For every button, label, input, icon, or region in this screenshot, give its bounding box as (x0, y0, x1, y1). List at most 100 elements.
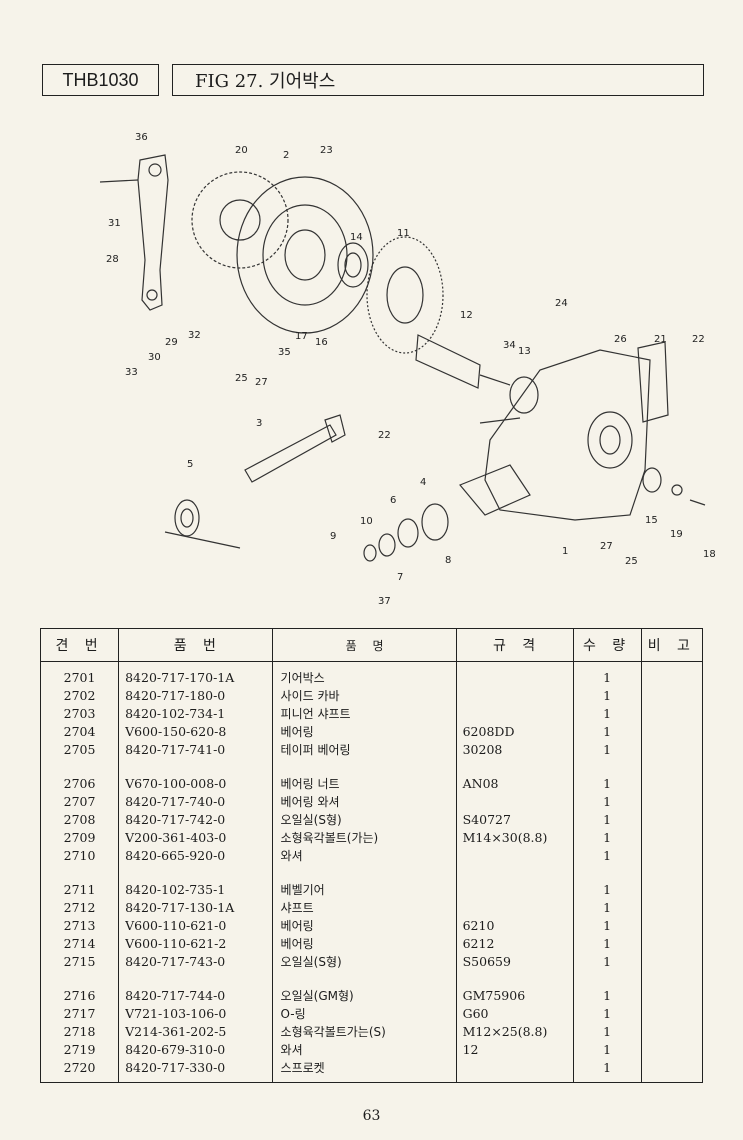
cell-part-name: 기어박스 (271, 661, 457, 686)
cell-part-name: 베벨기어 (271, 864, 457, 898)
column-header-remarks: 비 고 (640, 628, 704, 662)
cell-spec (455, 898, 574, 916)
cell-part-name: 샤프트 (271, 898, 457, 916)
cell-remarks (640, 704, 704, 722)
cell-part-name: 소형육각볼트(가는) (271, 828, 457, 846)
cell-ref-no: 2718 (39, 1022, 120, 1040)
callout: 14 (350, 232, 363, 243)
callout: 6 (390, 495, 396, 506)
cell-remarks (640, 1004, 704, 1022)
cell-part-no: V200-361-403-0 (118, 828, 273, 846)
cell-part-name: 오일실(S형) (271, 952, 457, 970)
cell-part-name: 사이드 카바 (271, 686, 457, 704)
callout: 32 (188, 330, 201, 341)
cell-ref-no: 2706 (39, 758, 120, 792)
cell-part-no: V600-150-620-8 (118, 722, 273, 740)
callout: 25 (235, 373, 248, 384)
callout: 10 (360, 516, 373, 527)
callout: 25 (625, 556, 638, 567)
cell-part-no: 8420-717-741-0 (118, 740, 273, 758)
callout: 9 (330, 531, 336, 542)
cell-qty: 1 (572, 1022, 642, 1040)
cell-spec: M12×25(8.8) (455, 1022, 574, 1040)
cell-ref-no: 2719 (39, 1040, 120, 1058)
cell-part-name: 와셔 (271, 846, 457, 864)
cell-ref-no: 2704 (39, 722, 120, 740)
cell-ref-no: 2708 (39, 810, 120, 828)
cell-remarks (640, 970, 704, 1004)
callout: 35 (278, 347, 291, 358)
model-label: THB1030 (42, 64, 159, 96)
cell-part-no: 8420-717-170-1A (118, 661, 273, 686)
cell-ref-no: 2703 (39, 704, 120, 722)
callout: 4 (420, 477, 426, 488)
cell-qty: 1 (572, 846, 642, 864)
cell-qty: 1 (572, 1058, 642, 1083)
cell-remarks (640, 828, 704, 846)
callout: 29 (165, 337, 178, 348)
callout: 2 (283, 150, 289, 161)
cell-ref-no: 2715 (39, 952, 120, 970)
callout: 20 (235, 145, 248, 156)
cell-part-no: 8420-717-742-0 (118, 810, 273, 828)
cell-part-name: O-링 (271, 1004, 457, 1022)
cell-part-no: V670-100-008-0 (118, 758, 273, 792)
cell-ref-no: 2707 (39, 792, 120, 810)
cell-qty: 1 (572, 916, 642, 934)
cell-part-no: 8420-717-740-0 (118, 792, 273, 810)
figure-title: FIG 27. 기어박스 (172, 64, 704, 96)
cell-remarks (640, 916, 704, 934)
table-header-row: 견 번 품 번 품 명 규 격 수 량 비 고 (39, 628, 704, 662)
cell-spec (455, 792, 574, 810)
cell-ref-no: 2701 (39, 661, 120, 686)
callout: 36 (135, 132, 148, 143)
cell-spec (455, 704, 574, 722)
cell-part-name: 피니언 샤프트 (271, 704, 457, 722)
callout: 17 (295, 331, 308, 342)
cell-qty: 1 (572, 1004, 642, 1022)
cell-ref-no: 2710 (39, 846, 120, 864)
cell-remarks (640, 898, 704, 916)
callout: 11 (397, 228, 410, 239)
cell-spec: GM75906 (455, 970, 574, 1004)
cell-qty: 1 (572, 1040, 642, 1058)
cell-part-name: 소형육각볼트가는(S) (271, 1022, 457, 1040)
callout: 28 (106, 254, 119, 265)
column-header-qty: 수 량 (572, 628, 642, 662)
cell-spec: 30208 (455, 740, 574, 758)
cell-ref-no: 2702 (39, 686, 120, 704)
cell-qty: 1 (572, 704, 642, 722)
cell-remarks (640, 810, 704, 828)
callout: 21 (654, 334, 667, 345)
cell-ref-no: 2716 (39, 970, 120, 1004)
cell-part-no: V214-361-202-5 (118, 1022, 273, 1040)
cell-remarks (640, 846, 704, 864)
cell-part-name: 베어링 와셔 (271, 792, 457, 810)
callout: 22 (692, 334, 705, 345)
cell-spec: 12 (455, 1040, 574, 1058)
cell-ref-no: 2720 (39, 1058, 120, 1083)
cell-part-no: V600-110-621-0 (118, 916, 273, 934)
cell-spec: AN08 (455, 758, 574, 792)
cell-part-no: 8420-679-310-0 (118, 1040, 273, 1058)
callout: 26 (614, 334, 627, 345)
callout: 19 (670, 529, 683, 540)
callout: 8 (445, 555, 451, 566)
cell-remarks (640, 1058, 704, 1083)
cell-remarks (640, 952, 704, 970)
cell-part-name: 베어링 너트 (271, 758, 457, 792)
cell-remarks (640, 792, 704, 810)
cell-part-no: 8420-102-734-1 (118, 704, 273, 722)
cell-ref-no: 2709 (39, 828, 120, 846)
cell-spec: M14×30(8.8) (455, 828, 574, 846)
